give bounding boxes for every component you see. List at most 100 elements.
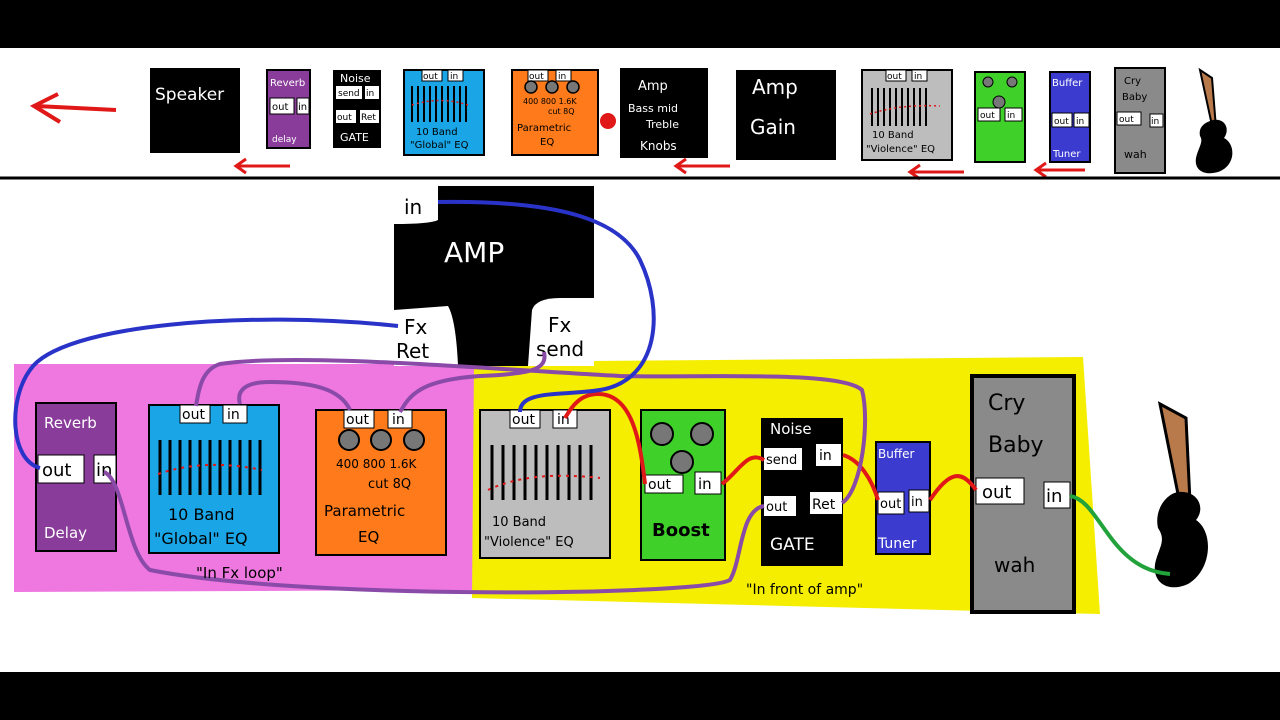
amp-head: in AMP Fx Ret Fx send xyxy=(394,186,594,366)
amp-tone-line2: Bass mid xyxy=(628,102,678,115)
gate-ret: Ret xyxy=(812,497,836,513)
amp-tone-line4: Knobs xyxy=(640,139,677,153)
eq10-violence-mini: out in 10 Band "Violence" EQ xyxy=(861,69,953,161)
gate-mini-ret: Ret xyxy=(361,113,376,123)
gate-mini-title: Noise xyxy=(340,72,371,85)
eq10-violence-mini-in: in xyxy=(914,72,922,82)
speaker-box: Speaker xyxy=(150,68,240,153)
eq10-violence-mini-out: out xyxy=(887,72,902,82)
reverb-pedal: Reverb out in Delay xyxy=(35,402,117,552)
gate-mini: Noise send in out Ret GATE xyxy=(333,70,381,148)
gate-out: out xyxy=(766,500,787,515)
reverb-mini-out: out xyxy=(272,102,288,113)
tuner-mini-in: in xyxy=(1076,117,1084,127)
tuner-mini-title: Buffer xyxy=(1052,78,1083,89)
cables-purple xyxy=(102,351,868,595)
chain-arrows xyxy=(233,157,1085,181)
front-caption: "In front of amp" xyxy=(746,582,863,598)
amp-fx-ret-2: Ret xyxy=(396,339,429,363)
eq10-global-out: out xyxy=(182,407,205,423)
parametric-mini-out: out xyxy=(529,72,544,82)
reverb-mini-title: Reverb xyxy=(270,78,305,89)
boost-pedal: out in Boost xyxy=(640,409,726,561)
tuner-pedal: Buffer out in Tuner xyxy=(875,441,931,555)
boost-mini: out in xyxy=(974,71,1026,163)
parametric-pedal: out in 400 800 1.6K cut 8Q Parametric EQ xyxy=(315,409,447,556)
drawing-canvas: Speaker Reverb out in delay Noise send i… xyxy=(0,48,1280,672)
parametric-in: in xyxy=(392,412,405,428)
eq10-global-mini-out: out xyxy=(423,72,438,82)
eq10-violence-mini-line1: 10 Band xyxy=(872,130,914,141)
gate-mini-send: send xyxy=(338,89,360,99)
parametric-mini-sub: EQ xyxy=(540,137,554,148)
eq10-global-mini-line2: "Global" EQ xyxy=(410,140,469,151)
wah-mini-in: in xyxy=(1151,117,1159,127)
parametric-sub: EQ xyxy=(358,528,379,546)
wah-mini-line2: Baby xyxy=(1122,92,1147,103)
gate-mini-out: out xyxy=(337,113,352,123)
wah-pedal: Cry Baby out in wah xyxy=(970,374,1076,614)
eq10-global-line1: 10 Band xyxy=(168,505,235,524)
tuner-title: Buffer xyxy=(878,447,914,461)
wah-mini-line1: Cry xyxy=(1124,76,1141,87)
amp-fx-send-1: Fx xyxy=(548,313,572,337)
gate-mini-in: in xyxy=(366,89,374,99)
boost-out: out xyxy=(648,477,671,493)
guitar-large-icon xyxy=(1154,401,1208,588)
letterbox-bottom xyxy=(0,672,1280,720)
gate-mini-sub: GATE xyxy=(340,131,369,144)
red-dot xyxy=(600,113,616,129)
amp-gain-line2: Gain xyxy=(750,115,796,139)
wah-in: in xyxy=(1046,486,1062,507)
reverb-mini-sub: delay xyxy=(272,135,297,145)
boost-mini-in: in xyxy=(1007,111,1015,121)
cables-blue xyxy=(13,199,656,470)
eq10-global-mini-line1: 10 Band xyxy=(416,127,458,138)
eq10-violence-line1: 10 Band xyxy=(492,515,546,530)
gate-sub: GATE xyxy=(770,535,815,555)
wah-mini: Cry Baby out in wah xyxy=(1114,67,1166,174)
big-left-arrow xyxy=(29,92,117,124)
tuner-mini-out: out xyxy=(1054,117,1069,127)
parametric-mini-title: Parametric xyxy=(517,123,571,134)
eq10-global-in: in xyxy=(227,407,240,423)
eq10-violence-pedal: out in 10 Band "Violence" EQ xyxy=(479,409,611,559)
boost-in: in xyxy=(698,475,712,493)
wah-mini-sub: wah xyxy=(1124,148,1147,161)
eq10-global-line2: "Global" EQ xyxy=(154,529,248,548)
parametric-mini: out in 400 800 1.6K cut 8Q Parametric EQ xyxy=(511,69,599,156)
cables-red xyxy=(563,391,978,502)
tuner-mini: Buffer out in Tuner xyxy=(1049,71,1091,163)
amp-title: AMP xyxy=(444,236,504,269)
amp-tone-line1: Amp xyxy=(638,79,668,94)
reverb-title: Reverb xyxy=(44,414,97,432)
amp-tone-box: Amp Bass mid Treble Knobs xyxy=(620,68,708,158)
gate-pedal: Noise send in out Ret GATE xyxy=(761,418,843,566)
eq10-violence-out: out xyxy=(512,412,535,428)
parametric-freqs: 400 800 1.6K xyxy=(336,457,418,471)
fx-loop-caption: "In Fx loop" xyxy=(196,564,283,582)
parametric-mini-freqs: 400 800 1.6K xyxy=(523,97,577,106)
wah-sub: wah xyxy=(994,553,1035,577)
gate-in: in xyxy=(819,448,832,464)
tuner-out: out xyxy=(880,497,901,512)
eq10-violence-mini-line2: "Violence" EQ xyxy=(866,144,935,155)
reverb-mini-in: in xyxy=(298,102,307,113)
eq10-global-pedal: out in 10 Band "Global" EQ xyxy=(148,404,280,554)
speaker-label: Speaker xyxy=(155,85,224,105)
wah-line1: Cry xyxy=(988,391,1025,416)
tuner-sub: Tuner xyxy=(877,536,917,552)
gate-title: Noise xyxy=(770,420,812,438)
amp-tone-line3: Treble xyxy=(645,118,679,131)
parametric-mini-in: in xyxy=(558,72,566,82)
parametric-title: Parametric xyxy=(324,502,405,520)
parametric-cut: cut 8Q xyxy=(368,477,411,492)
wah-line2: Baby xyxy=(988,433,1044,458)
letterbox-top xyxy=(0,0,1280,48)
amp-fx-ret-1: Fx xyxy=(404,315,428,339)
wah-mini-out: out xyxy=(1119,115,1134,125)
parametric-mini-cut: cut 8Q xyxy=(548,107,575,116)
guitar-small-icon xyxy=(1195,67,1233,174)
reverb-mini: Reverb out in delay xyxy=(266,69,311,149)
